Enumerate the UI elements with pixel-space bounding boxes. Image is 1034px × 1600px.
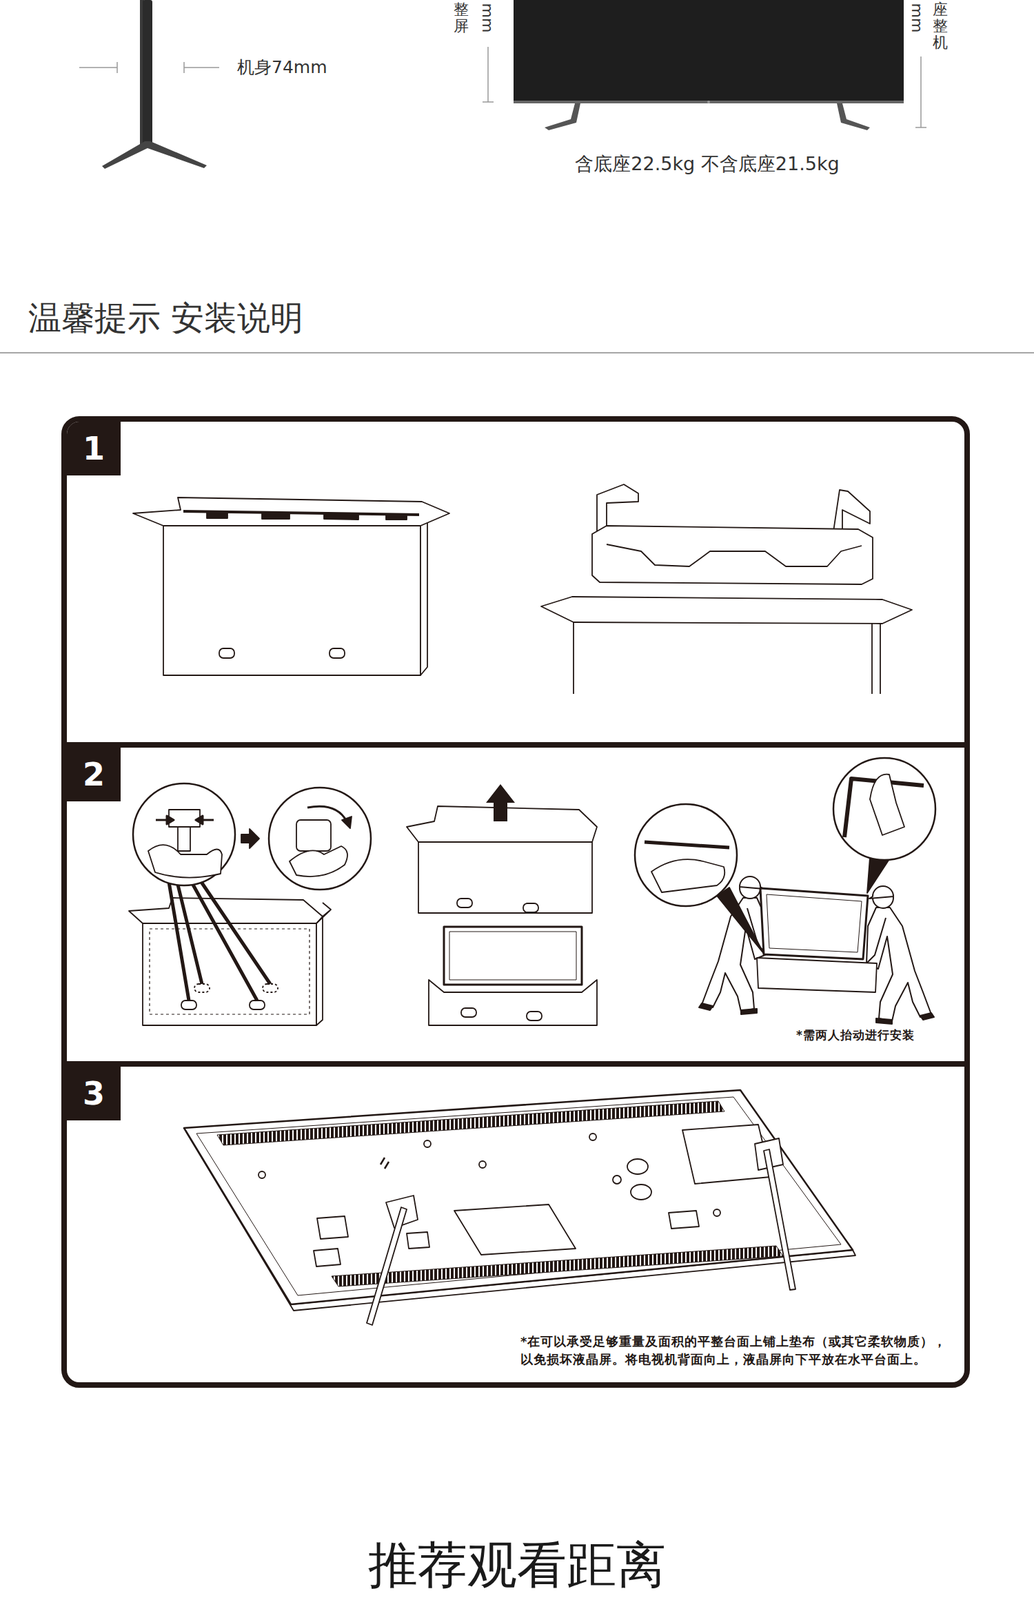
turn-arrow (307, 806, 347, 822)
tv-top-detail (206, 512, 407, 520)
foam-block (592, 525, 873, 585)
carried-tv-inner (766, 894, 862, 953)
detail-circle (268, 787, 371, 890)
foam-notch (606, 544, 862, 567)
tv-back (184, 1090, 853, 1305)
dimension-unit: mm (907, 3, 926, 34)
weight-label: 含底座22.5kg 不含底座21.5kg (574, 153, 839, 176)
tv-back-inner (196, 1097, 841, 1296)
clip-hidden (194, 984, 210, 993)
carton-handle (523, 903, 539, 913)
turn-arrowhead (341, 816, 352, 829)
leader-wedge (716, 887, 764, 955)
step-number: 3 (66, 1067, 121, 1121)
screw-hole (258, 1171, 266, 1179)
person-figure (865, 886, 935, 1025)
step1-art (133, 484, 912, 695)
tv-set (443, 927, 582, 986)
carton-handle (329, 648, 345, 659)
port-cover (313, 1211, 699, 1267)
carton-front (163, 525, 421, 676)
lift-arrow (485, 784, 515, 822)
carton-flap (128, 898, 331, 924)
clip (168, 809, 200, 828)
stand-leg (366, 1207, 407, 1326)
detail-circle (133, 783, 236, 886)
screw-hole (423, 1140, 431, 1148)
carton-tray (428, 980, 597, 1026)
carton-side (420, 518, 428, 676)
leader-wedge (867, 857, 890, 894)
tv-body (142, 0, 153, 145)
mount-hole (627, 1159, 648, 1175)
dimension-line (482, 46, 927, 128)
carton-flap (133, 497, 450, 526)
detail-circle (833, 758, 936, 861)
dimension-unit: mm (478, 3, 497, 34)
carried-tray (756, 958, 877, 993)
step-panel: 1 (61, 416, 970, 748)
step3-art (184, 1090, 856, 1326)
dimension-label: 整屏 (453, 1, 469, 35)
carton-side (316, 916, 323, 1026)
clip-stem (177, 827, 191, 852)
detail-circle (634, 804, 737, 907)
tv-screen (449, 931, 577, 981)
section-heading: 温馨提示 安装说明 (28, 298, 304, 339)
tv-logo (707, 100, 711, 104)
carton-handle (181, 1000, 197, 1010)
press-arrow (155, 816, 214, 825)
center-panel (454, 1204, 576, 1256)
screw-hole (713, 1209, 721, 1217)
carton-lid (418, 842, 593, 914)
vent-band (331, 1246, 784, 1287)
caution-note: *需两人抬动进行安装 (796, 1027, 935, 1045)
carton-handle (457, 898, 473, 908)
screw-hole (479, 1161, 486, 1169)
tv-screen (513, 0, 904, 101)
leader-line (168, 882, 271, 1001)
hand (869, 774, 905, 836)
tv-bezel (513, 100, 904, 104)
tv-front-view (482, 0, 927, 131)
dimension-label: 座整机 (932, 1, 948, 52)
stand-leg (763, 1149, 796, 1291)
section-rule (0, 352, 1034, 354)
section-heading: 推荐观看距离 (368, 1535, 666, 1596)
step-arrow (241, 829, 260, 849)
carton-open (541, 596, 912, 624)
tv-leg (544, 103, 581, 131)
step2-art (128, 758, 936, 1026)
stand-base (102, 141, 207, 169)
handle-slot (296, 820, 331, 852)
vent-band (217, 1101, 725, 1146)
step-panel: 2 *需两人抬动进行安装 (61, 742, 970, 1068)
clip-hidden (262, 984, 278, 993)
hand (651, 859, 725, 893)
carton-handle (249, 1000, 265, 1010)
screw-mark (380, 1158, 389, 1170)
step-panel: 3 *在可以承受足够重量及面积的平整台面上铺上垫布（或其它柔软物质），以免损坏液晶… (61, 1061, 970, 1389)
hand (148, 845, 222, 878)
screw-hole (589, 1133, 597, 1141)
tv-side-view (79, 0, 220, 169)
screw-hole (612, 1176, 622, 1185)
carton-handle (461, 1008, 477, 1018)
carried-tv (760, 888, 868, 960)
step-number: 2 (66, 747, 121, 802)
carton-wall (573, 622, 881, 695)
carton-handle (526, 1011, 542, 1021)
step-number: 1 (66, 421, 121, 476)
tv-inside (149, 929, 310, 1015)
dimension-label: 机身74mm (237, 57, 328, 78)
tv-edge (644, 842, 730, 848)
tv-leg (836, 103, 870, 131)
caution-note: *在可以承受足够重量及面积的平整台面上铺上垫布（或其它柔软物质），以免损坏液晶屏… (520, 1333, 955, 1370)
mount-hole (630, 1184, 652, 1201)
carton-handle (219, 648, 235, 659)
dimension-line (79, 62, 220, 74)
carton-front (142, 923, 317, 1026)
hand (289, 846, 348, 877)
